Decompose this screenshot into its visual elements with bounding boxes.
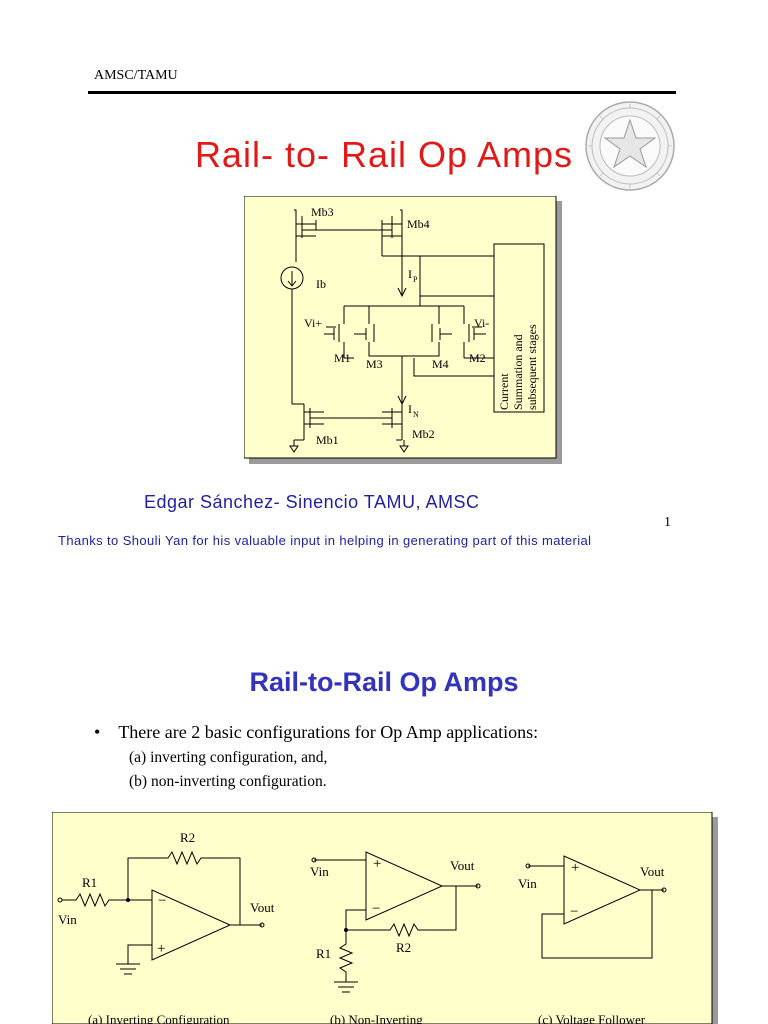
b-r1-label: R1 <box>316 946 331 961</box>
label-ip: I <box>408 267 412 281</box>
opamp-configurations-figure: − + R1 R2 Vin Vout (a) Inverting Configu… <box>52 812 718 1024</box>
svg-text:−: − <box>158 893 166 909</box>
c-vout-label: Vout <box>640 864 665 879</box>
b-vout-label: Vout <box>450 858 475 873</box>
bullet-item: • There are 2 basic configurations for O… <box>94 722 539 742</box>
b-caption: (b) Non-Inverting <box>330 1012 423 1024</box>
b-vin-label: Vin <box>310 864 329 879</box>
label-m1: M1 <box>334 351 351 365</box>
acknowledgement: Thanks to Shouli Yan for his valuable in… <box>58 533 592 548</box>
a-r2-label: R2 <box>180 830 195 845</box>
inverting-circuit: − + R1 R2 Vin Vout (a) Inverting Configu… <box>57 830 275 1024</box>
label-in: I <box>408 402 412 416</box>
svg-text:−: − <box>372 901 380 917</box>
a-vin-label: Vin <box>58 912 77 927</box>
university-seal-icon <box>585 101 675 191</box>
label-mb3: Mb3 <box>311 205 334 219</box>
voltage-follower-circuit: + − Vin Vout (c) Voltage Follower <box>518 855 667 1024</box>
label-m2: M2 <box>469 351 486 365</box>
label-in-sub: N <box>413 410 419 419</box>
label-ip-sub: P <box>413 275 418 284</box>
header-org: AMSC/TAMU <box>94 68 178 83</box>
block-label-line2: Summation and <box>511 334 525 410</box>
label-vi-minus: Vi- <box>474 316 489 330</box>
label-m4: M4 <box>432 357 449 371</box>
bullet-text: There are 2 basic configurations for Op … <box>118 722 539 742</box>
b-r2-label: R2 <box>396 940 411 955</box>
label-mb2: Mb2 <box>412 427 435 441</box>
c-caption: (c) Voltage Follower <box>538 1012 646 1024</box>
rail-to-rail-schematic: Mb3 Mb4 Ib I P Vi+ Vi- M1 M3 M4 M2 I N M… <box>244 196 562 464</box>
label-mb1: Mb1 <box>316 433 339 447</box>
svg-text:−: − <box>570 904 578 920</box>
a-r1-label: R1 <box>82 875 97 890</box>
sub-item-b: (b) non-inverting configuration. <box>129 773 327 790</box>
author-line: Edgar Sánchez- Sinencio TAMU, AMSC <box>144 492 480 512</box>
page-number: 1 <box>664 515 671 530</box>
label-mb4: Mb4 <box>407 217 430 231</box>
slide2-title: Rail-to-Rail Op Amps <box>249 667 519 697</box>
svg-text:+: + <box>157 941 165 957</box>
label-ib: Ib <box>316 277 326 291</box>
block-label-line1: Current <box>497 373 511 410</box>
c-vin-label: Vin <box>518 876 537 891</box>
header-rule <box>88 91 676 94</box>
label-m3: M3 <box>366 357 383 371</box>
slide1-title: Rail- to- Rail Op Amps <box>194 134 574 175</box>
non-inverting-circuit: + − Vin Vout R1 R2 (b) Non-Inverting <box>310 851 481 1024</box>
label-vi-plus: Vi+ <box>304 316 322 330</box>
svg-text:+: + <box>571 860 579 876</box>
a-vout-label: Vout <box>250 900 275 915</box>
sub-item-a: (a) inverting configuration, and, <box>129 749 328 766</box>
svg-text:+: + <box>373 856 381 872</box>
a-caption: (a) Inverting Configuration <box>88 1012 230 1024</box>
block-label-line3: subsequent stages <box>525 324 539 410</box>
